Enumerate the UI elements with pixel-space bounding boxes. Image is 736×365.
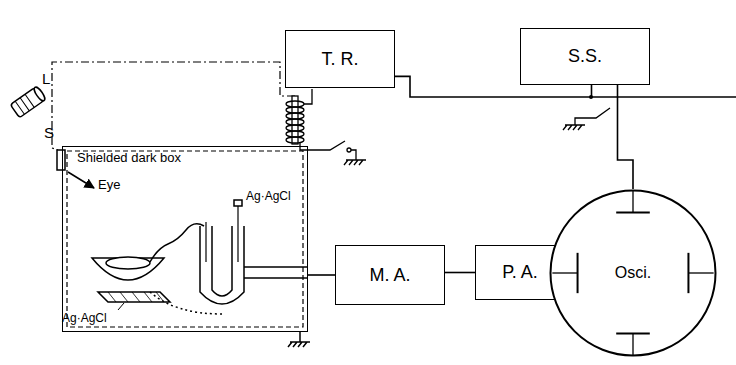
signal-wire — [445, 272, 475, 274]
shield-dashed-line — [67, 151, 303, 327]
illustration-part — [244, 267, 308, 278]
box-heading: Shielded dark box — [77, 151, 307, 166]
eye-preparation — [92, 257, 170, 302]
lamp-label: L — [42, 70, 50, 87]
illustration-part — [234, 200, 242, 206]
illustration-part — [286, 137, 304, 143]
illustration-part — [237, 206, 238, 262]
eye-label: Eye — [98, 178, 120, 193]
mechanical-link — [52, 62, 295, 150]
plate-lead — [688, 272, 713, 273]
shield-dashed-line — [63, 147, 307, 331]
electrode-label: Ag·AgCl — [62, 312, 107, 326]
instrument-box: T. R. — [285, 30, 395, 88]
box-label: M. A. — [369, 265, 410, 286]
illustration-part — [286, 101, 304, 107]
coil-symbol — [286, 89, 366, 165]
illustration-part — [15, 94, 34, 114]
illustration-part — [98, 292, 170, 302]
trigger-wiring — [563, 97, 736, 130]
illustration-part — [351, 150, 356, 160]
shielded-box: Shielded dark box — [62, 146, 308, 332]
illustration-part — [288, 332, 310, 347]
illustration-part — [286, 113, 304, 119]
illustration-part — [92, 258, 164, 280]
box-label: Osci. — [615, 264, 651, 282]
electrode-label: Ag·AgCl — [246, 190, 291, 204]
box-label: P. A. — [502, 262, 538, 283]
plate-lead — [552, 272, 577, 273]
signal-wire — [618, 85, 634, 189]
illustration-part — [286, 131, 304, 137]
illustration-part — [106, 257, 150, 269]
signal-wire — [308, 274, 335, 276]
illustration-part — [150, 224, 204, 262]
illustration-part — [575, 108, 610, 125]
illustration-part — [563, 125, 585, 130]
illustration-part — [108, 292, 164, 302]
illustration-part — [212, 226, 232, 296]
light-arrow — [68, 172, 94, 188]
illustration-part — [286, 125, 304, 131]
instrument-box: S.S. — [520, 28, 650, 85]
leader-line — [118, 303, 124, 310]
u-tube-electrodes — [150, 200, 310, 347]
illustration-part — [32, 86, 46, 103]
oscilloscope-circle: Osci. — [549, 189, 717, 357]
box-label: S.S. — [568, 46, 602, 67]
oscilloscope-circle-outline — [551, 191, 716, 356]
illustration-part — [286, 107, 304, 113]
box-label: T. R. — [321, 49, 358, 70]
illustration-part — [304, 89, 312, 104]
illustration-part — [286, 119, 304, 125]
illustration-part — [344, 160, 366, 165]
plate-lead — [632, 191, 633, 213]
shutter-label: S — [44, 124, 54, 141]
illustration-part — [347, 148, 351, 152]
amplifier-box: M. A. — [335, 245, 445, 305]
lamp-symbol — [10, 86, 46, 118]
plate-lead — [632, 333, 633, 355]
illustration-part — [591, 96, 736, 97]
shutter-symbol — [57, 150, 65, 170]
illustration-part — [150, 292, 222, 314]
illustration-part — [205, 222, 206, 262]
